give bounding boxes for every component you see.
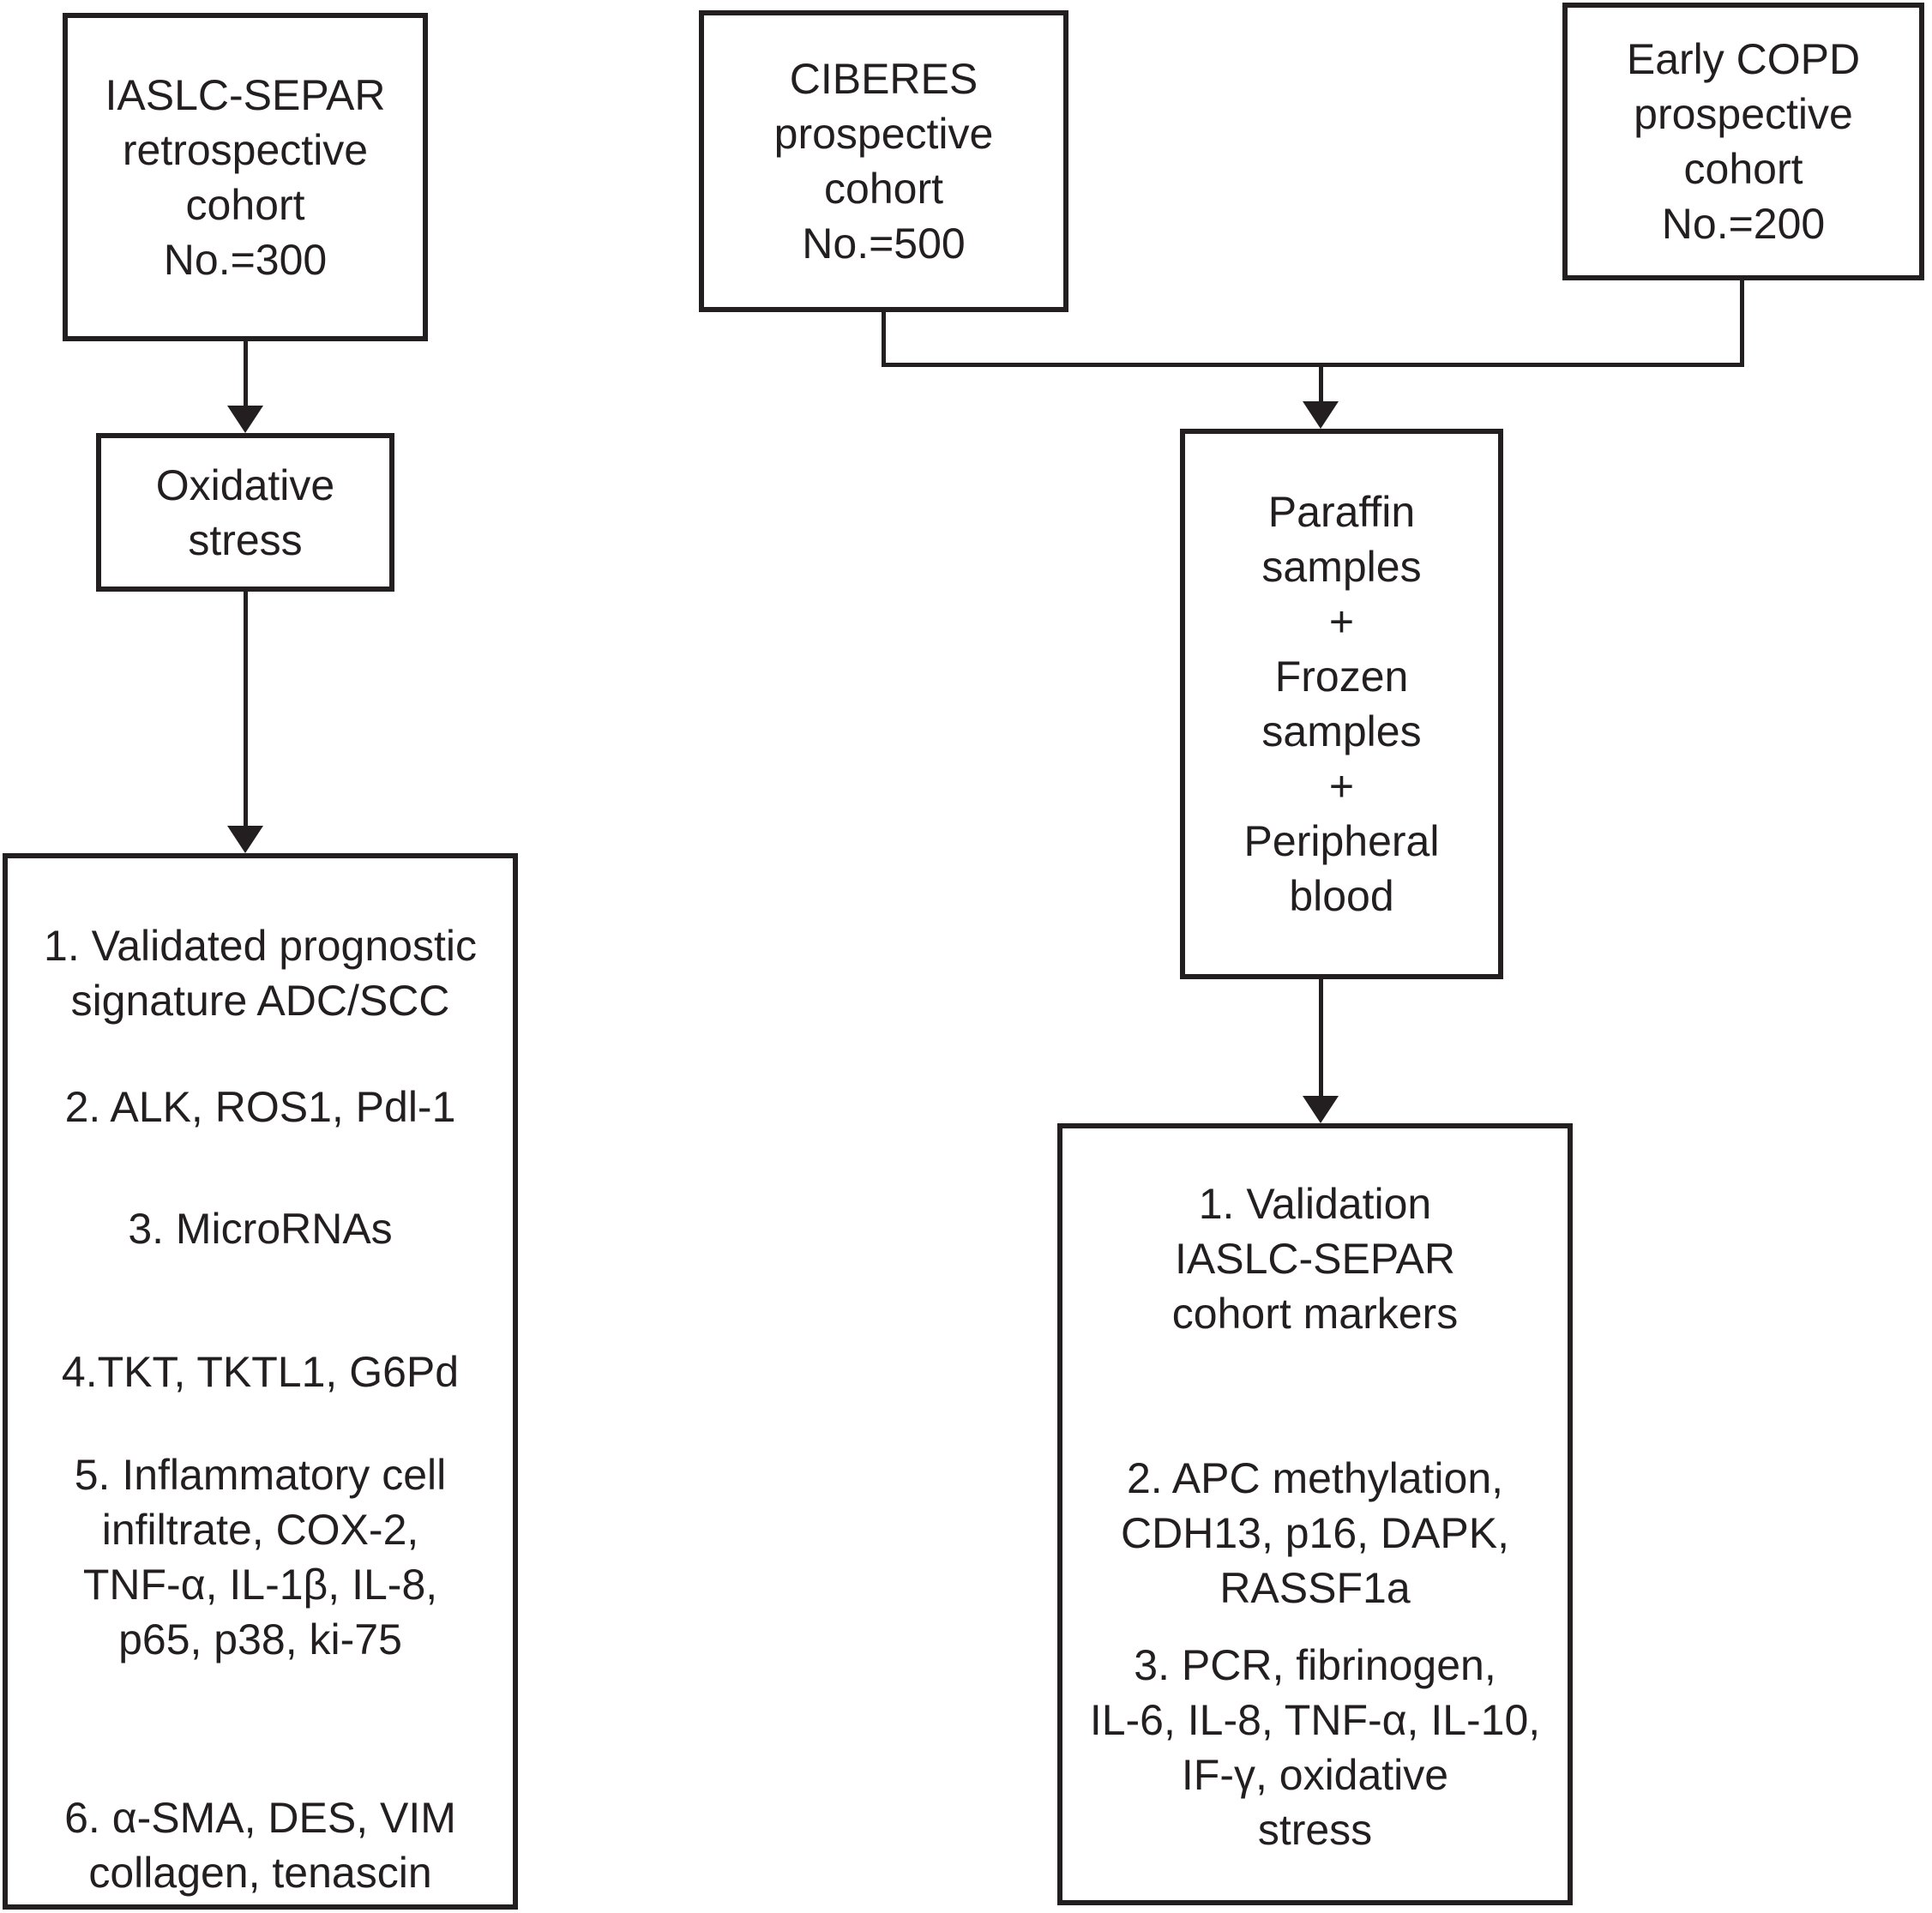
text-line: + — [1328, 598, 1355, 646]
text-line: 2. APC methylation, — [1126, 1454, 1504, 1502]
arrowhead-down-icon — [1303, 1096, 1339, 1123]
text-line: prospective — [773, 110, 994, 158]
text-line: p65, p38, ki-75 — [118, 1615, 402, 1663]
connector-early-copd-drop — [1740, 280, 1744, 365]
text-line: No.=200 — [1661, 200, 1826, 248]
text-line: IASLC-SEPAR — [105, 70, 386, 119]
list-item: 1. Validated prognostic signature ADC/SCC — [8, 918, 513, 1028]
text-line: cohort — [1683, 145, 1803, 193]
text-line: cohort — [824, 165, 943, 213]
text-line: No.=300 — [163, 235, 328, 284]
list-item: 3. PCR, fibrinogen, IL-6, IL-8, TNF-α, IL… — [1062, 1638, 1568, 1857]
list-item: 2. ALK, ROS1, Pdl-1 — [8, 1080, 513, 1134]
flow-node-samples: Paraffin samples + Frozen samples + Peripheral… — [1180, 429, 1503, 979]
text-line: 3. MicroRNAs — [128, 1205, 393, 1253]
text-line: 6. α-SMA, DES, VIM — [64, 1794, 456, 1842]
text-line: cohort markers — [1171, 1290, 1459, 1338]
text-line: samples — [1261, 707, 1422, 755]
text-line: samples — [1261, 543, 1422, 591]
text-line: Paraffin — [1267, 488, 1416, 536]
connector-merge-line — [882, 363, 1744, 367]
text-line: IL-6, IL-8, TNF-α, IL-10, — [1089, 1696, 1541, 1744]
flow-node-retrospective-markers-list: 1. Validated prognostic signature ADC/SCC… — [3, 853, 518, 1910]
text-line: 4.TKT, TKTL1, G6Pd — [61, 1348, 460, 1396]
arrow-shaft-samples-to-validation — [1319, 979, 1323, 1098]
text-line: 3. PCR, fibrinogen, — [1134, 1641, 1496, 1689]
text-line: TNF-α, IL-1β, IL-8, — [82, 1561, 438, 1609]
flow-node-oxidative-stress: Oxidative stress — [96, 433, 394, 592]
text-line: IASLC-SEPAR — [1175, 1235, 1455, 1283]
text-line: 1. Validation — [1198, 1180, 1432, 1228]
text-line: prospective — [1634, 90, 1853, 138]
list-item: 2. APC methylation, CDH13, p16, DAPK, RASS… — [1062, 1451, 1568, 1615]
text-line: 2. ALK, ROS1, Pdl-1 — [64, 1083, 456, 1131]
text-line: IF-γ, oxidative — [1181, 1751, 1449, 1799]
text-line: No.=500 — [802, 220, 966, 268]
text-line: stress — [1257, 1806, 1373, 1854]
text-line: 1. Validated prognostic — [44, 922, 477, 970]
list-item: 4.TKT, TKTL1, G6Pd — [8, 1345, 513, 1399]
arrowhead-down-icon — [227, 406, 263, 433]
arrow-shaft-oxidative-to-markers — [244, 592, 248, 827]
text-line: retrospective — [122, 125, 369, 174]
text-line: Peripheral — [1243, 817, 1440, 865]
arrow-shaft-iaslc-to-oxidative — [244, 341, 248, 406]
list-item: 3. MicroRNAs — [8, 1201, 513, 1256]
text-line: Early COPD — [1626, 35, 1861, 83]
text-line: stress — [188, 515, 303, 564]
text-line: Oxidative — [155, 460, 335, 509]
text-line: infiltrate, COX-2, — [101, 1506, 419, 1554]
text-line: RASSF1a — [1219, 1564, 1411, 1612]
text-line: cohort — [185, 180, 305, 229]
text-line: CDH13, p16, DAPK, — [1121, 1509, 1509, 1557]
arrowhead-down-icon — [227, 826, 263, 853]
arrowhead-down-icon — [1303, 401, 1339, 429]
text-line: collagen, tenascin — [88, 1849, 432, 1897]
connector-ciberes-drop — [882, 312, 886, 365]
list-item: 5. Inflammatory cell infiltrate, COX-2, TN… — [8, 1447, 513, 1667]
text-line: signature ADC/SCC — [70, 977, 450, 1025]
list-item: 6. α-SMA, DES, VIM collagen, tenascin — [8, 1790, 513, 1900]
text-line: blood — [1289, 872, 1394, 920]
text-line: CIBERES — [789, 55, 978, 103]
arrow-shaft-merge-to-samples — [1319, 365, 1323, 406]
text-line: Frozen — [1274, 653, 1409, 701]
text-line: + — [1328, 762, 1355, 810]
text-line: 5. Inflammatory cell — [74, 1451, 447, 1499]
